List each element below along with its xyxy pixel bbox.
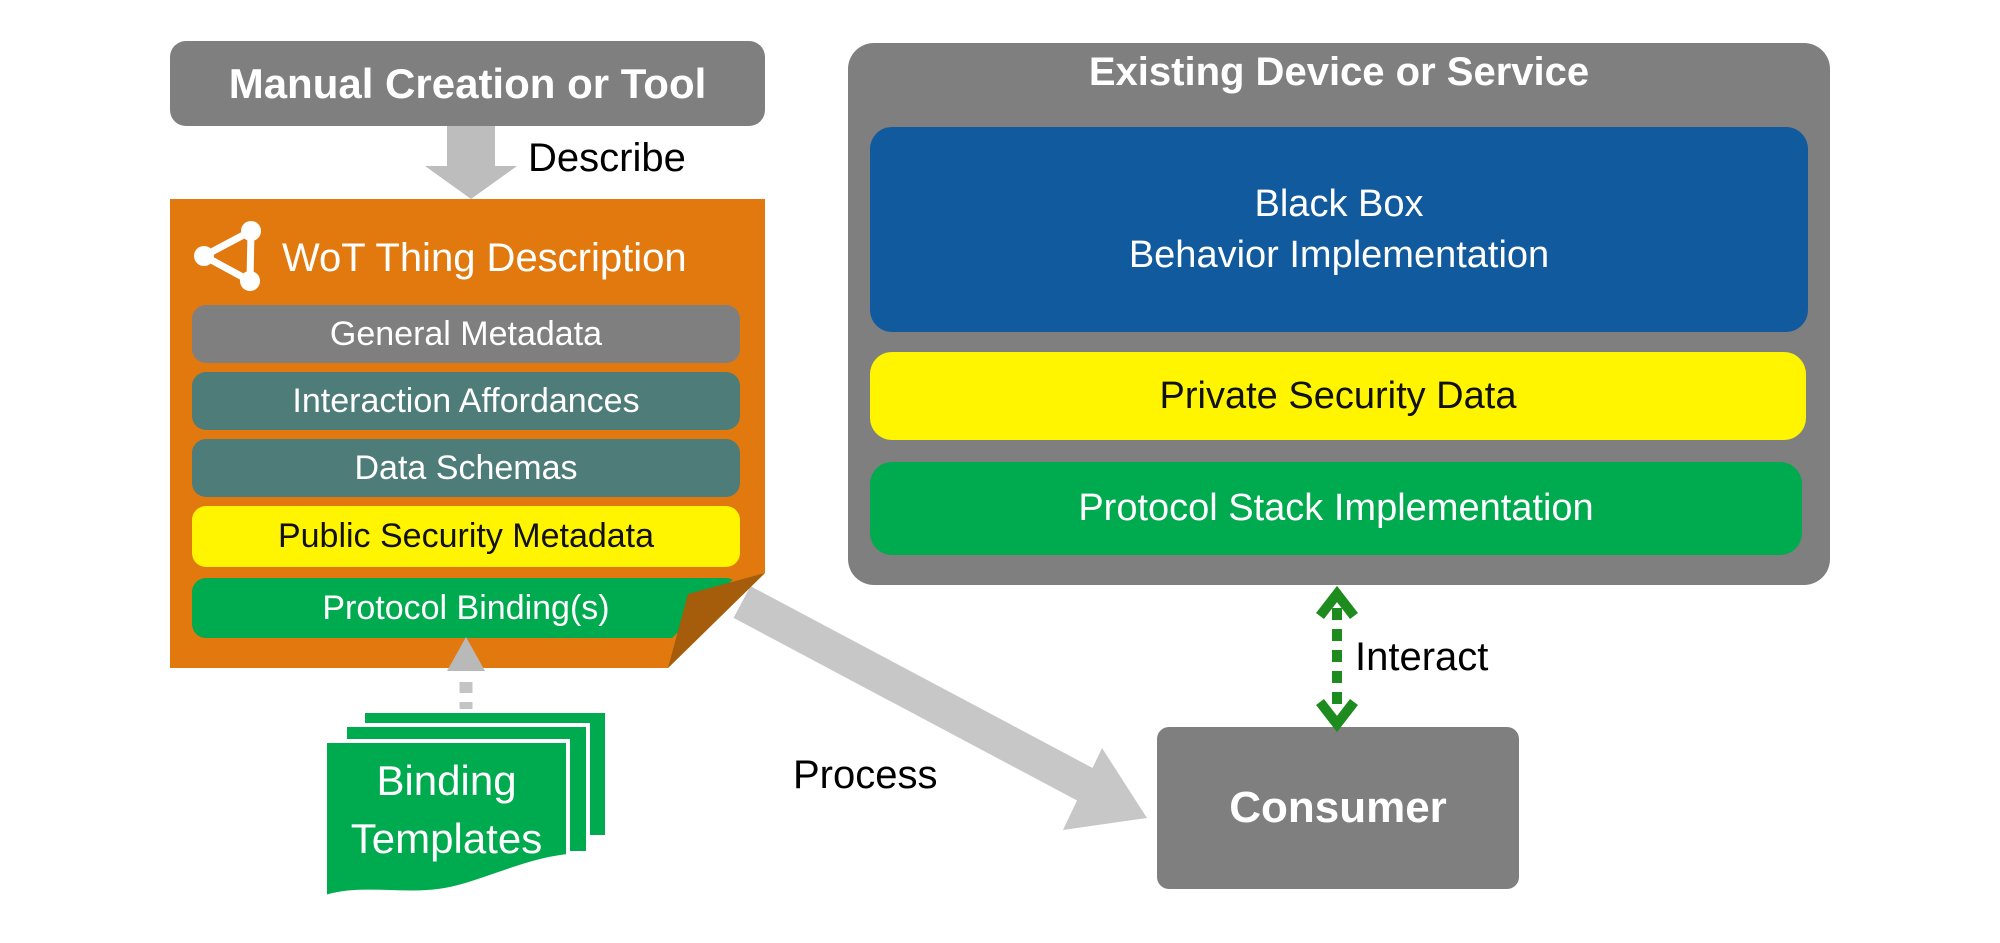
consumer-box: Consumer bbox=[1157, 727, 1519, 889]
section-data-schemas: Data Schemas bbox=[192, 439, 740, 497]
interact-label: Interact bbox=[1355, 635, 1489, 679]
binding-templates-label: Binding Templates bbox=[325, 752, 568, 868]
black-box-line2: Behavior Implementation bbox=[1128, 233, 1550, 276]
section-interaction-affordances-label: Interaction Affordances bbox=[292, 381, 640, 420]
thing-description-title: WoT Thing Description bbox=[282, 235, 687, 280]
binding-templates-line1: Binding bbox=[376, 757, 517, 804]
section-protocol-bindings-label: Protocol Binding(s) bbox=[322, 588, 610, 627]
private-security-data-box: Private Security Data bbox=[870, 352, 1806, 440]
describe-label: Describe bbox=[528, 136, 686, 180]
section-general-metadata-label: General Metadata bbox=[329, 314, 603, 353]
section-data-schemas-label: Data Schemas bbox=[354, 448, 578, 487]
process-label: Process bbox=[793, 753, 938, 797]
private-security-data-label: Private Security Data bbox=[1159, 374, 1517, 417]
protocol-stack-box: Protocol Stack Implementation bbox=[870, 462, 1802, 555]
section-general-metadata: General Metadata bbox=[192, 305, 740, 363]
section-protocol-bindings: Protocol Binding(s) bbox=[192, 578, 735, 638]
binding-templates-line2: Templates bbox=[350, 814, 543, 862]
consumer-label: Consumer bbox=[1229, 783, 1447, 832]
black-box-line1: Black Box bbox=[1254, 183, 1424, 226]
section-public-security-metadata: Public Security Metadata bbox=[192, 506, 740, 567]
protocol-stack-label: Protocol Stack Implementation bbox=[1078, 487, 1594, 529]
existing-device-title: Existing Device or Service bbox=[1088, 50, 1590, 94]
manual-creation-label: Manual Creation or Tool bbox=[228, 59, 707, 107]
section-public-security-metadata-label: Public Security Metadata bbox=[277, 517, 655, 555]
interact-dashed-double-arrow-icon bbox=[1316, 585, 1358, 733]
describe-arrow-down-icon bbox=[425, 126, 517, 199]
section-interaction-affordances: Interaction Affordances bbox=[192, 372, 740, 430]
black-box-behavior-box: Black Box Behavior Implementation bbox=[870, 127, 1808, 332]
manual-creation-box: Manual Creation or Tool bbox=[170, 41, 765, 126]
